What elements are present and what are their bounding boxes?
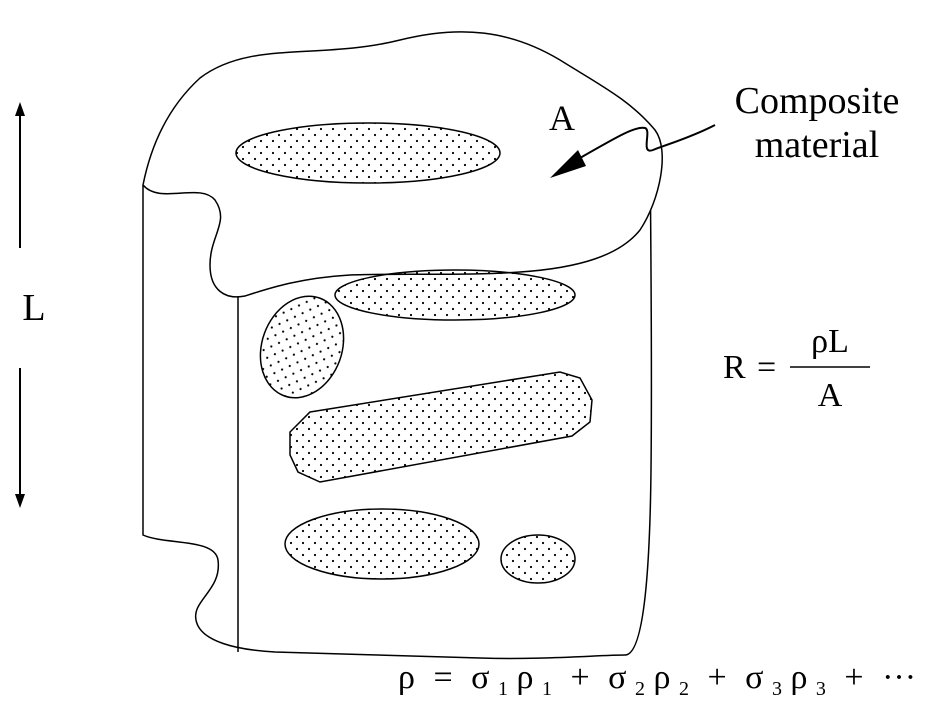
material-pointer <box>550 124 716 178</box>
inclusion-bar <box>289 371 593 483</box>
length-arrowhead-up <box>15 102 25 116</box>
inclusion-bottom-right <box>500 534 576 584</box>
length-indicator: L <box>15 102 46 508</box>
resistance-formula: R = ρL A <box>723 323 870 414</box>
term3-rho: ρ <box>790 659 807 696</box>
pointer-curve <box>579 124 716 159</box>
inclusion-upper <box>334 269 576 321</box>
term2-sigma: σ <box>608 659 626 696</box>
formula-r-equals: = <box>757 349 776 386</box>
plus-2: + <box>707 659 726 696</box>
inclusion-top <box>235 122 501 184</box>
resistivity-formula: ρ = σ 1 ρ 1 + σ 2 ρ 2 + σ 3 ρ 3 + ··· <box>398 659 916 703</box>
term2-sigma-sub: 2 <box>635 678 645 700</box>
term1-rho-sub: 1 <box>542 678 552 700</box>
area-label: A <box>549 98 575 138</box>
formula-denominator: A <box>818 377 843 414</box>
term3-rho-sub: 3 <box>816 678 826 700</box>
inclusions <box>235 122 593 584</box>
formula-rho-equals: = <box>433 659 452 696</box>
length-arrowhead-down <box>15 494 25 508</box>
term3-sigma: σ <box>745 659 763 696</box>
term1-sigma: σ <box>471 659 489 696</box>
term2-rho-sub: 2 <box>679 678 689 700</box>
material-label-line1: Composite <box>735 80 900 122</box>
term1-rho: ρ <box>516 659 533 696</box>
formula-numerator: ρL <box>811 323 849 360</box>
inclusion-bottom-left <box>284 508 480 580</box>
term1-sigma-sub: 1 <box>498 678 508 700</box>
term3-sigma-sub: 3 <box>772 678 782 700</box>
term2-rho: ρ <box>653 659 670 696</box>
pointer-arrowhead <box>550 150 586 178</box>
plus-3: + <box>844 659 863 696</box>
formula-rho-expression: ρ = σ 1 ρ 1 + σ 2 ρ 2 + σ 3 ρ 3 + ··· <box>398 659 916 703</box>
formula-rho-lhs: ρ <box>398 659 415 696</box>
block-front-outline <box>142 147 653 660</box>
formula-ellipsis: ··· <box>882 659 916 696</box>
formula-r-lhs: R <box>723 349 746 386</box>
material-label-line2: material <box>755 124 879 166</box>
plus-1: + <box>570 659 589 696</box>
inclusion-small-tilted <box>259 295 345 399</box>
length-label: L <box>22 287 45 329</box>
